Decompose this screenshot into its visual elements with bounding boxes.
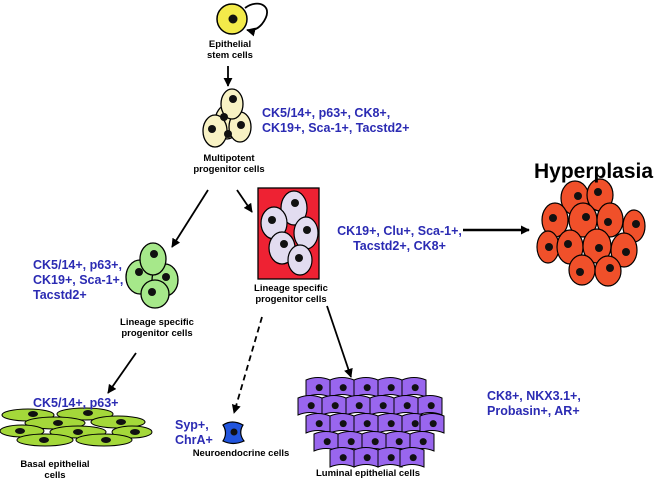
luminal-nucleus [387,420,395,428]
luminal-nucleus [363,420,371,428]
luminal-nucleus [411,384,419,392]
arrow-multipotent-to-lineage-basal [171,189,209,248]
neuroendocrine-label: Neuroendocrine cells [192,448,290,459]
luminal-nucleus [307,402,315,410]
hyperplasia-label: Hyperplasia [533,160,654,183]
arrow-to-luminal [326,305,353,378]
self-renewal-arrow [244,2,268,37]
lineage-basal-markers: CK5/14+, p63+, CK19+, Sca-1+, Tacstd2+ [33,258,124,302]
lineage-luminal-label: Lineage specific progenitor cells [254,283,328,305]
multipotent-label: Multipotent progenitor cells [193,153,265,175]
neuroendocrine-markers: Syp+, ChrA+ [175,418,213,447]
luminal-markers: CK8+, NKX3.1+, Probasin+, AR+ [487,389,581,418]
multipotent-cell-cluster-icon [202,88,252,148]
lineage-basal-label: Lineage specific progenitor cells [120,317,194,339]
stem-cell-icon [216,3,248,35]
arrow-to-basal [107,352,137,394]
luminal-nucleus [429,420,437,428]
luminal-nucleus [347,438,355,446]
luminal-nucleus [379,402,387,410]
luminal-nucleus [339,420,347,428]
luminal-nucleus [355,402,363,410]
multipotent-markers: CK5/14+, p63+, CK8+, CK19+, Sca-1+, Tacs… [262,106,410,135]
luminal-nucleus [411,420,419,428]
luminal-nucleus [419,438,427,446]
luminal-nucleus [395,438,403,446]
arrow-multipotent-to-lineage-luminal [236,189,253,213]
neuroendocrine-cell-icon [222,421,245,445]
arrow-to-neuroendocrine-dashed [231,316,263,414]
hyperplasia-cell-cluster-icon [536,178,646,287]
lineage-basal-cell-cluster-icon [125,242,179,309]
luminal-epithelial-layer-icon [297,377,445,468]
luminal-nucleus [339,454,347,462]
basal-markers: CK5/14+, p63+ [33,396,119,410]
luminal-nucleus [403,402,411,410]
luminal-nucleus [363,384,371,392]
luminal-nucleus [315,420,323,428]
stem-cells-label: Epithelial stem cells [207,39,253,61]
luminal-label: Luminal epithelial cells [315,468,420,479]
luminal-nucleus [323,438,331,446]
luminal-nucleus [363,454,371,462]
luminal-nucleus [427,402,435,410]
hyperplasia-nuclei [545,188,640,276]
luminal-nucleus [387,384,395,392]
basal-epithelial-layer-icon [0,407,153,447]
luminal-nucleus [387,454,395,462]
lineage-luminal-markers: CK19+, Clu+, Sca-1+, Tacstd2+, CK8+ [337,224,462,253]
luminal-nucleus [339,384,347,392]
luminal-nucleus [409,454,417,462]
luminal-nucleus [315,384,323,392]
luminal-nucleus [331,402,339,410]
basal-nuclei [15,410,140,443]
lineage-luminal-cell-cluster-icon [257,187,320,280]
luminal-nucleus [371,438,379,446]
basal-label: Basal epithelial cells [20,459,90,481]
